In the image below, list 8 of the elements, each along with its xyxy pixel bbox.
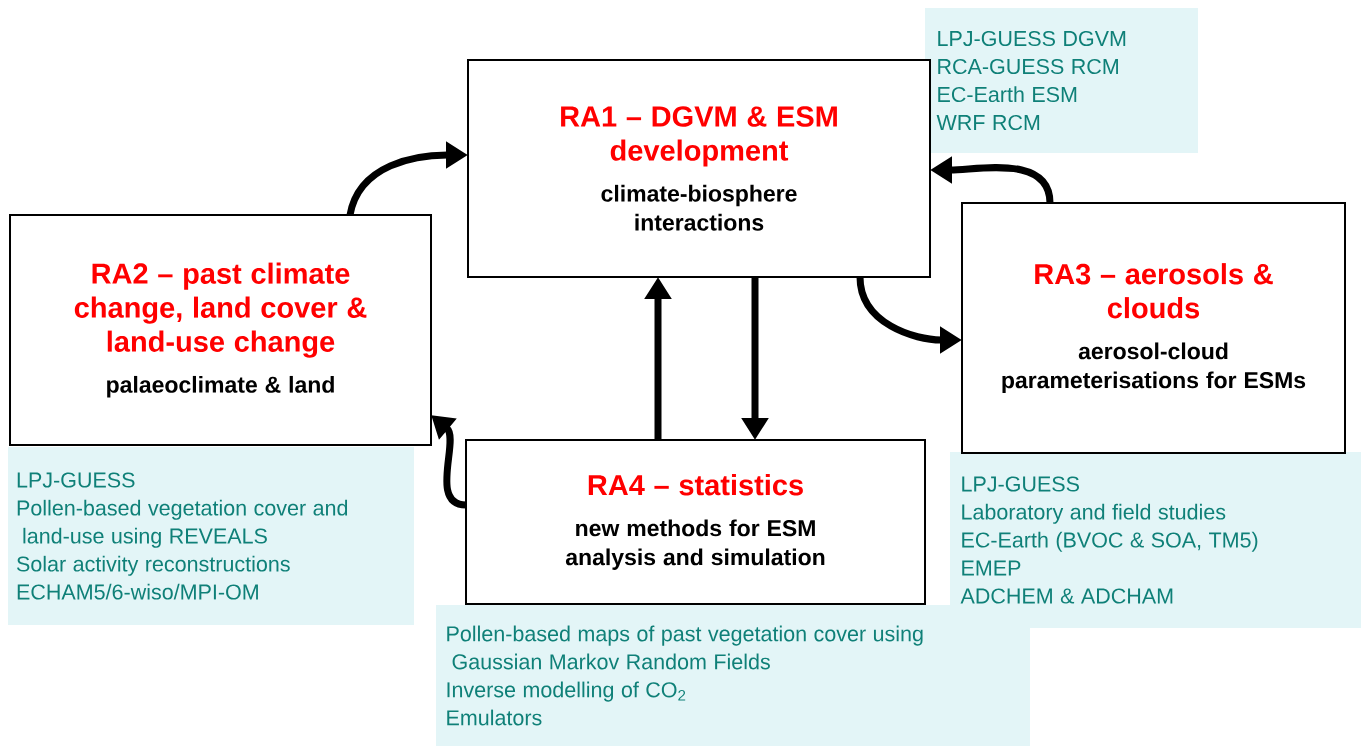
tools-list-box: LPJ-GUESS Laboratory and field studies EC-Earth (BVOC & SOA, TM5) EMEP ADCHEM & ADCHAM — [950, 452, 1361, 628]
research-area-box: RA4 – statistics new methods for ESM analysis and simulation — [465, 439, 926, 605]
research-area-box: RA1 – DGVM & ESM development climate-biosphere interactions — [467, 59, 931, 278]
research-area-box: RA2 – past climate change, land cover & land-use change palaeoclimate & land — [9, 214, 432, 446]
tools-list-box: Pollen-based maps of past vegetation cover using Gaussian Markov Random Fields Inverse modelling of CO$_{2}$ Emulators — [436, 605, 1030, 746]
tools-list-box: LPJ-GUESS DGVM RCA-GUESS RCM EC-Earth ESM WRF RCM — [925, 8, 1198, 153]
research-area-box: RA3 – aerosols & clouds aerosol-cloud parameterisations for ESMs — [961, 202, 1346, 454]
tools-list-box: LPJ-GUESS Pollen-based vegetation cover and land-use using REVEALS Solar activity reconstructions ECHAM5/6-wiso/MPI-OM — [8, 447, 414, 625]
